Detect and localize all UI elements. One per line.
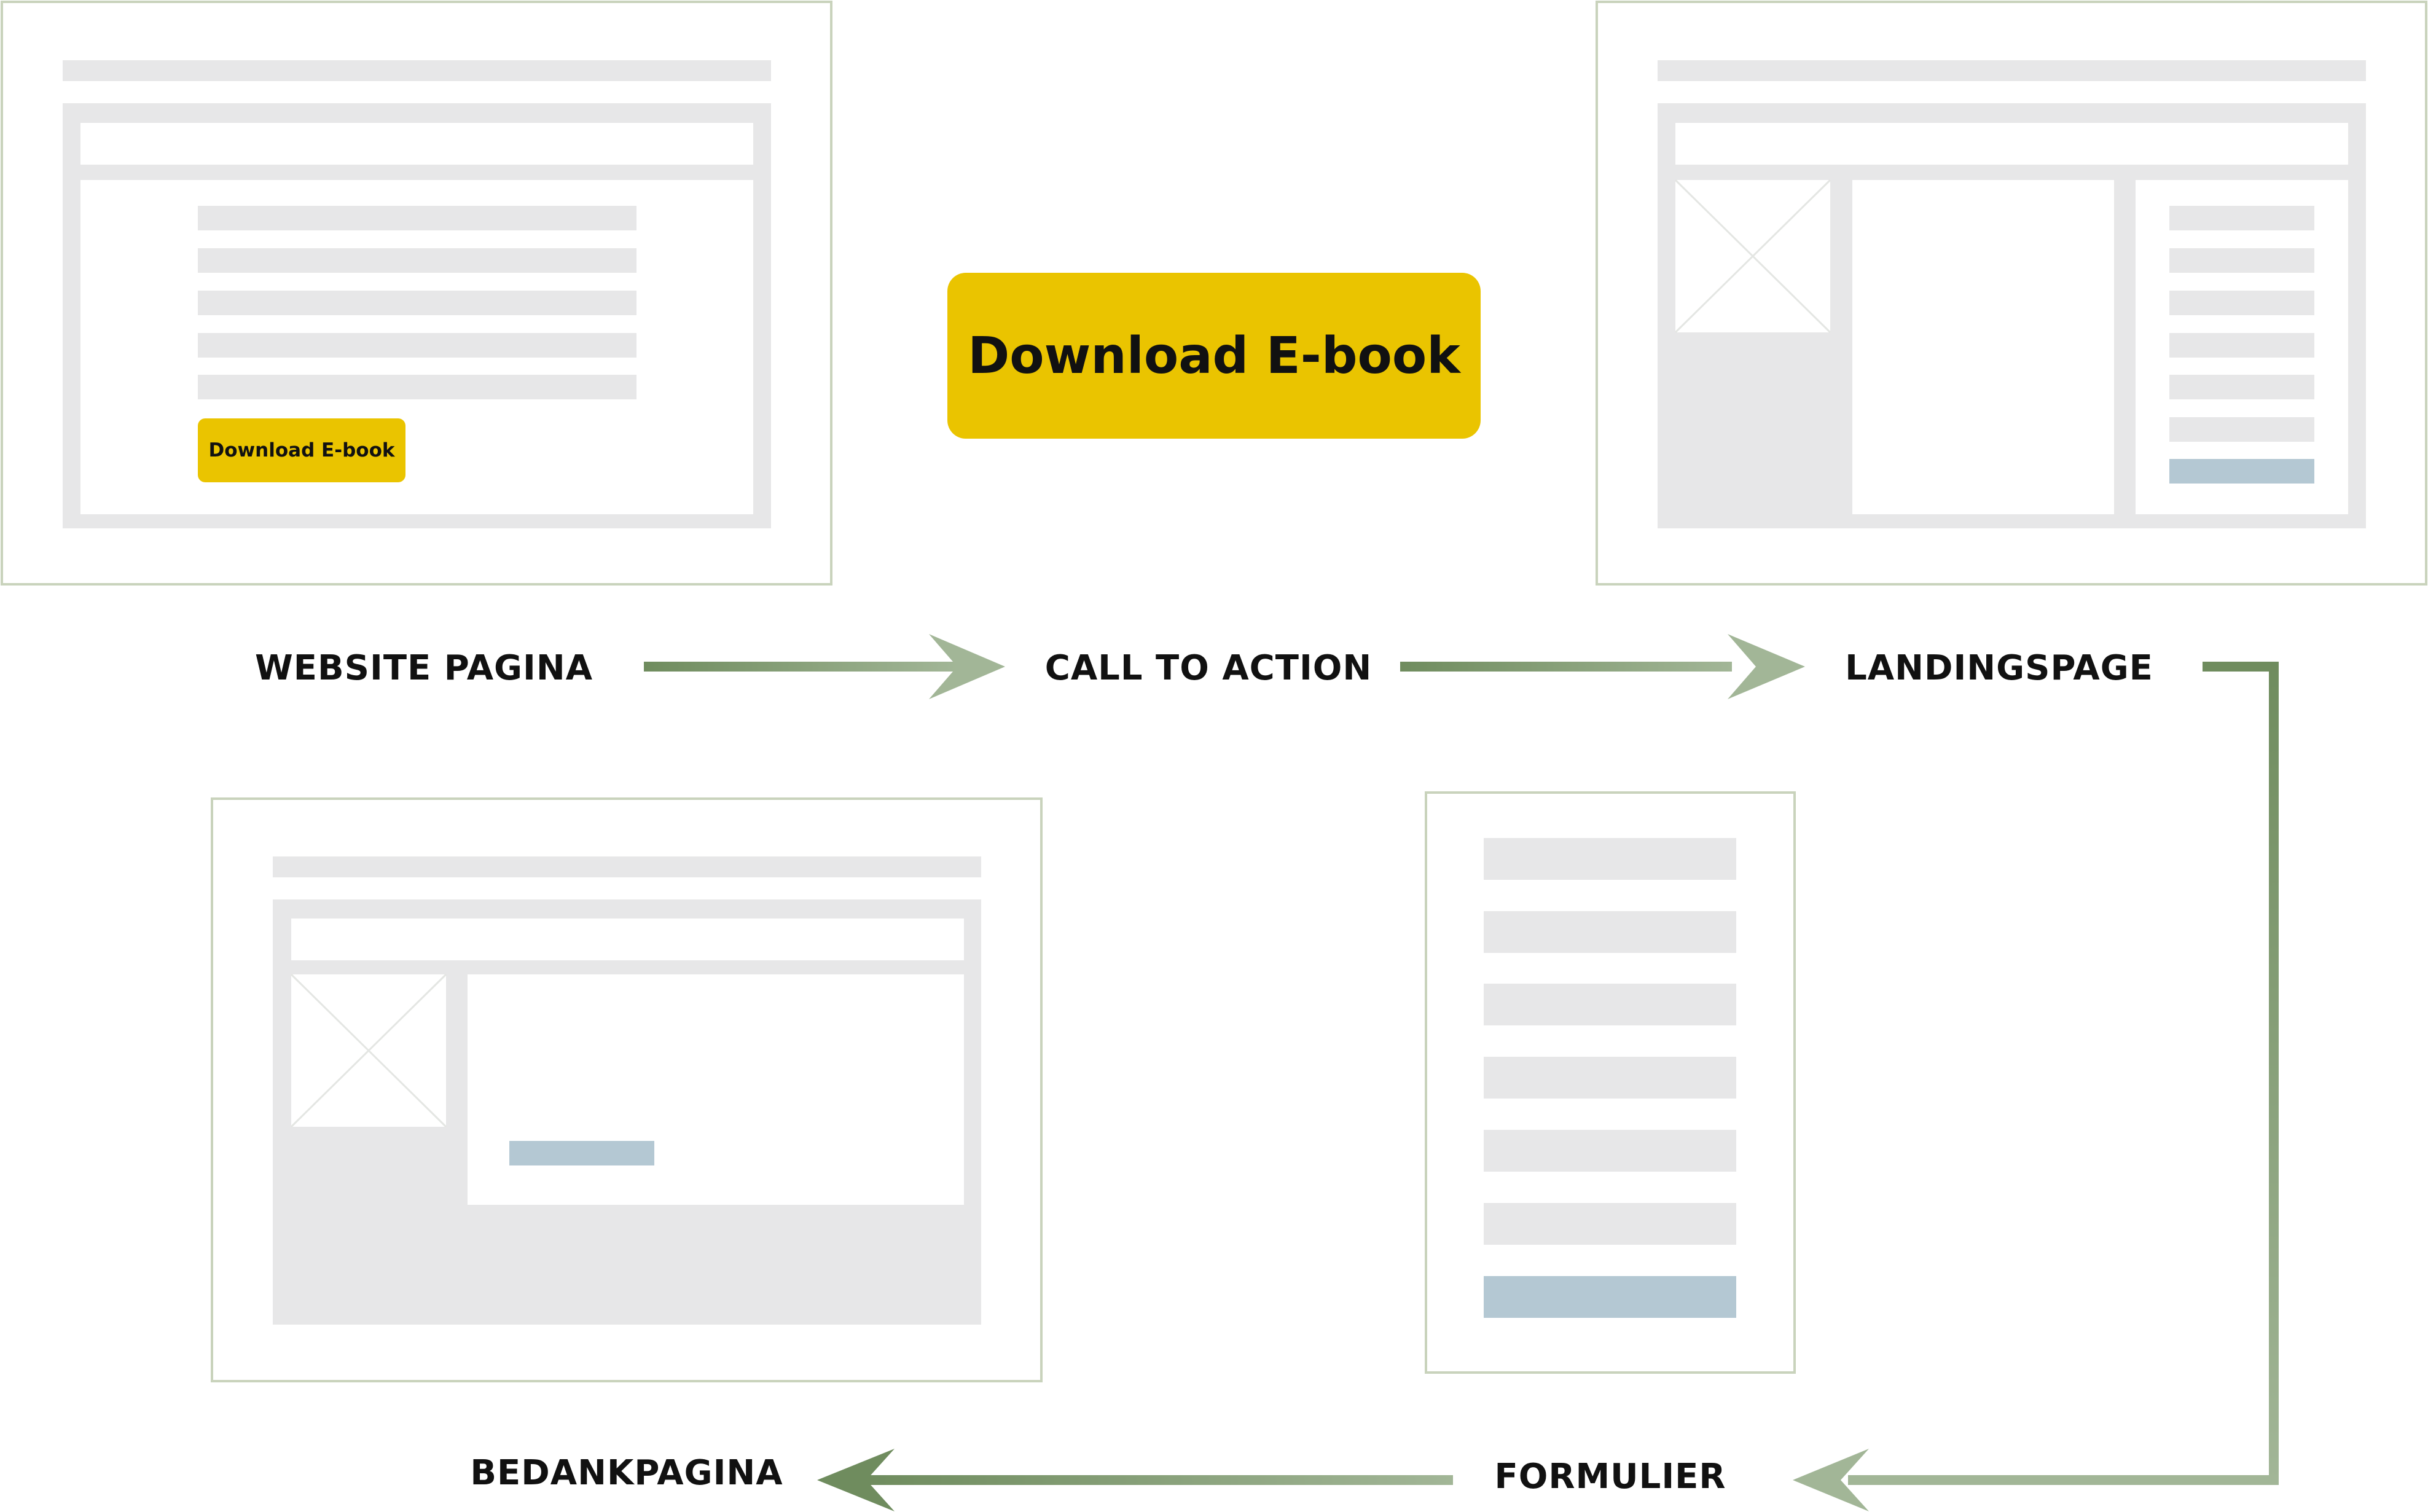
arrow-landing-to-form	[1793, 662, 2279, 1511]
step-label-call-to-action: CALL TO ACTION	[1044, 648, 1373, 688]
download-ebook-label-small: Download E-book	[208, 439, 395, 461]
download-ebook-button-small[interactable]: Download E-book	[198, 418, 405, 482]
step-label-website-page: WEBSITE PAGINA	[254, 648, 593, 688]
step-label-thank-you-page: BEDANKPAGINA	[470, 1453, 783, 1493]
thank-you-page-wireframe	[211, 797, 1043, 1382]
step-label-landing-page: LANDINGSPAGE	[1845, 648, 2153, 688]
arrow-form-to-thanks	[817, 1449, 1453, 1511]
arrow-cta-to-landing	[1400, 634, 1805, 699]
download-ebook-button[interactable]: Download E-book	[947, 273, 1481, 439]
download-ebook-label: Download E-book	[968, 326, 1460, 385]
step-label-form: FORMULIER	[1494, 1457, 1726, 1497]
website-page-wireframe	[1, 1, 832, 586]
arrow-website-to-cta	[644, 634, 1005, 699]
form-wireframe	[1425, 791, 1796, 1374]
landing-page-wireframe	[1596, 1, 2427, 586]
